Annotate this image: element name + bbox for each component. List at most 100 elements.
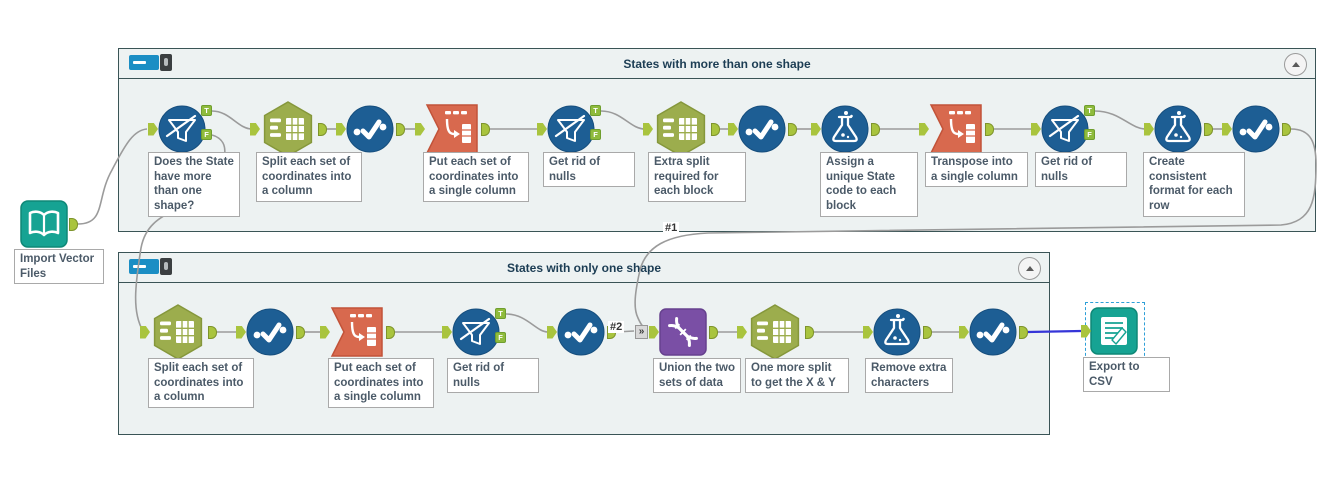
false-output-anchor[interactable]: F bbox=[495, 332, 506, 343]
output-anchor[interactable] bbox=[1204, 122, 1213, 136]
tool-annotation[interactable]: Create consistent format for each row bbox=[1143, 152, 1245, 217]
tool-annotation[interactable]: Put each set of coordinates into a singl… bbox=[423, 152, 529, 203]
true-output-anchor[interactable]: T bbox=[1084, 105, 1095, 116]
tool-annotation[interactable]: Does the State have more than one shape? bbox=[148, 152, 240, 217]
tool-split-coordinates-top[interactable] bbox=[260, 101, 316, 157]
container-enable-toggle[interactable] bbox=[129, 258, 172, 275]
output-anchor[interactable] bbox=[871, 122, 880, 136]
transpose-icon bbox=[330, 307, 383, 357]
output-anchor[interactable] bbox=[318, 122, 327, 136]
tool-select-3-bottom[interactable] bbox=[965, 304, 1021, 360]
input-anchor[interactable] bbox=[442, 325, 452, 339]
input-anchor[interactable] bbox=[1081, 324, 1091, 338]
collapse-button[interactable] bbox=[1018, 257, 1041, 280]
output-anchor[interactable] bbox=[985, 122, 994, 136]
input-anchor[interactable] bbox=[148, 122, 158, 136]
output-anchor[interactable] bbox=[481, 122, 490, 136]
text-to-columns-icon bbox=[656, 101, 706, 157]
tool-annotation[interactable]: Assign a unique State code to each block bbox=[820, 152, 918, 217]
chevron-up-icon bbox=[1291, 62, 1300, 67]
select-check-icon bbox=[557, 308, 605, 356]
select-check-icon bbox=[346, 105, 394, 153]
tool-select-1-bottom[interactable] bbox=[242, 304, 298, 360]
tool-annotation[interactable]: Get rid of nulls bbox=[447, 358, 539, 394]
collapse-button[interactable] bbox=[1284, 53, 1307, 76]
container-header: States with only one shape bbox=[119, 253, 1049, 283]
tool-annotation[interactable]: Put each set of coordinates into a singl… bbox=[328, 358, 434, 409]
tool-import-vector-files[interactable] bbox=[16, 196, 72, 252]
output-anchor[interactable] bbox=[923, 325, 932, 339]
tool-annotation[interactable]: Get rid of nulls bbox=[543, 152, 635, 188]
tool-annotation[interactable]: Import Vector Files bbox=[14, 249, 104, 285]
input-anchor[interactable] bbox=[863, 325, 873, 339]
tool-annotation[interactable]: Get rid of nulls bbox=[1035, 152, 1127, 188]
tool-annotation[interactable]: Extra split required for each block bbox=[648, 152, 746, 203]
filter-funnel-icon bbox=[452, 308, 500, 356]
tool-filter-nulls-top-1[interactable] bbox=[543, 101, 599, 157]
tool-split-extra-block[interactable] bbox=[653, 101, 709, 157]
output-anchor[interactable] bbox=[386, 325, 395, 339]
transpose-icon bbox=[929, 104, 982, 154]
tool-annotation[interactable]: Union the two sets of data bbox=[653, 358, 741, 394]
input-anchor[interactable] bbox=[649, 325, 659, 339]
false-output-anchor[interactable]: F bbox=[201, 129, 212, 140]
tool-transpose-top[interactable] bbox=[424, 101, 480, 157]
container-enable-toggle[interactable] bbox=[129, 54, 172, 71]
select-check-icon bbox=[1232, 105, 1280, 153]
formula-flask-icon bbox=[821, 105, 869, 153]
output-anchor[interactable] bbox=[711, 122, 720, 136]
tool-filter-nulls-bottom[interactable] bbox=[448, 304, 504, 360]
output-anchor[interactable] bbox=[1019, 325, 1028, 339]
input-anchor[interactable] bbox=[537, 122, 547, 136]
tool-annotation[interactable]: Split each set of coordinates into a col… bbox=[256, 152, 362, 203]
tool-select-2-top[interactable] bbox=[734, 101, 790, 157]
input-anchor[interactable] bbox=[336, 122, 346, 136]
true-output-anchor[interactable]: T bbox=[495, 308, 506, 319]
input-anchor[interactable] bbox=[415, 122, 425, 136]
output-anchor[interactable] bbox=[69, 217, 78, 231]
select-check-icon bbox=[738, 105, 786, 153]
output-anchor[interactable] bbox=[296, 325, 305, 339]
input-anchor[interactable] bbox=[320, 325, 330, 339]
tool-select-1-top[interactable] bbox=[342, 101, 398, 157]
tool-export-to-csv[interactable] bbox=[1086, 303, 1142, 359]
tool-formula-state-code[interactable] bbox=[817, 101, 873, 157]
output-anchor[interactable] bbox=[805, 325, 814, 339]
tool-annotation[interactable]: Split each set of coordinates into a col… bbox=[148, 358, 254, 409]
tool-annotation[interactable]: Transpose into a single column bbox=[925, 152, 1028, 188]
anchor-pin-icon bbox=[160, 54, 172, 71]
output-anchor[interactable] bbox=[396, 122, 405, 136]
output-anchor[interactable] bbox=[208, 325, 217, 339]
tool-split-coordinates-bottom[interactable] bbox=[150, 304, 206, 360]
tool-formula-consistent-format[interactable] bbox=[1150, 101, 1206, 157]
stacked-connections-icon[interactable]: » bbox=[635, 325, 648, 339]
tool-split-x-y[interactable] bbox=[747, 304, 803, 360]
output-anchor[interactable] bbox=[709, 325, 718, 339]
true-output-anchor[interactable]: T bbox=[590, 105, 601, 116]
input-anchor[interactable] bbox=[959, 325, 969, 339]
tool-annotation[interactable]: Remove extra characters bbox=[865, 358, 953, 394]
filter-funnel-icon bbox=[547, 105, 595, 153]
tool-transpose-single-column[interactable] bbox=[928, 101, 984, 157]
tool-select-2-bottom[interactable] bbox=[553, 304, 609, 360]
output-anchor[interactable] bbox=[1282, 122, 1291, 136]
input-anchor[interactable] bbox=[547, 325, 557, 339]
container-header: States with more than one shape bbox=[119, 49, 1315, 79]
tool-union-two-sets[interactable] bbox=[655, 304, 711, 360]
tool-annotation[interactable]: Export to CSV bbox=[1083, 357, 1170, 393]
tool-select-3-top[interactable] bbox=[1228, 101, 1284, 157]
container-title: States with more than one shape bbox=[623, 56, 811, 71]
input-anchor[interactable] bbox=[140, 325, 150, 339]
tool-transpose-bottom[interactable] bbox=[329, 304, 385, 360]
input-anchor[interactable] bbox=[737, 325, 747, 339]
tool-annotation[interactable]: One more split to get the X & Y bbox=[745, 358, 849, 394]
false-output-anchor[interactable]: F bbox=[590, 129, 601, 140]
tool-formula-remove-chars[interactable] bbox=[869, 304, 925, 360]
input-anchor[interactable] bbox=[250, 122, 260, 136]
output-anchor[interactable] bbox=[788, 122, 797, 136]
false-output-anchor[interactable]: F bbox=[1084, 129, 1095, 140]
true-output-anchor[interactable]: T bbox=[201, 105, 212, 116]
select-check-icon bbox=[969, 308, 1017, 356]
input-anchor[interactable] bbox=[236, 325, 246, 339]
